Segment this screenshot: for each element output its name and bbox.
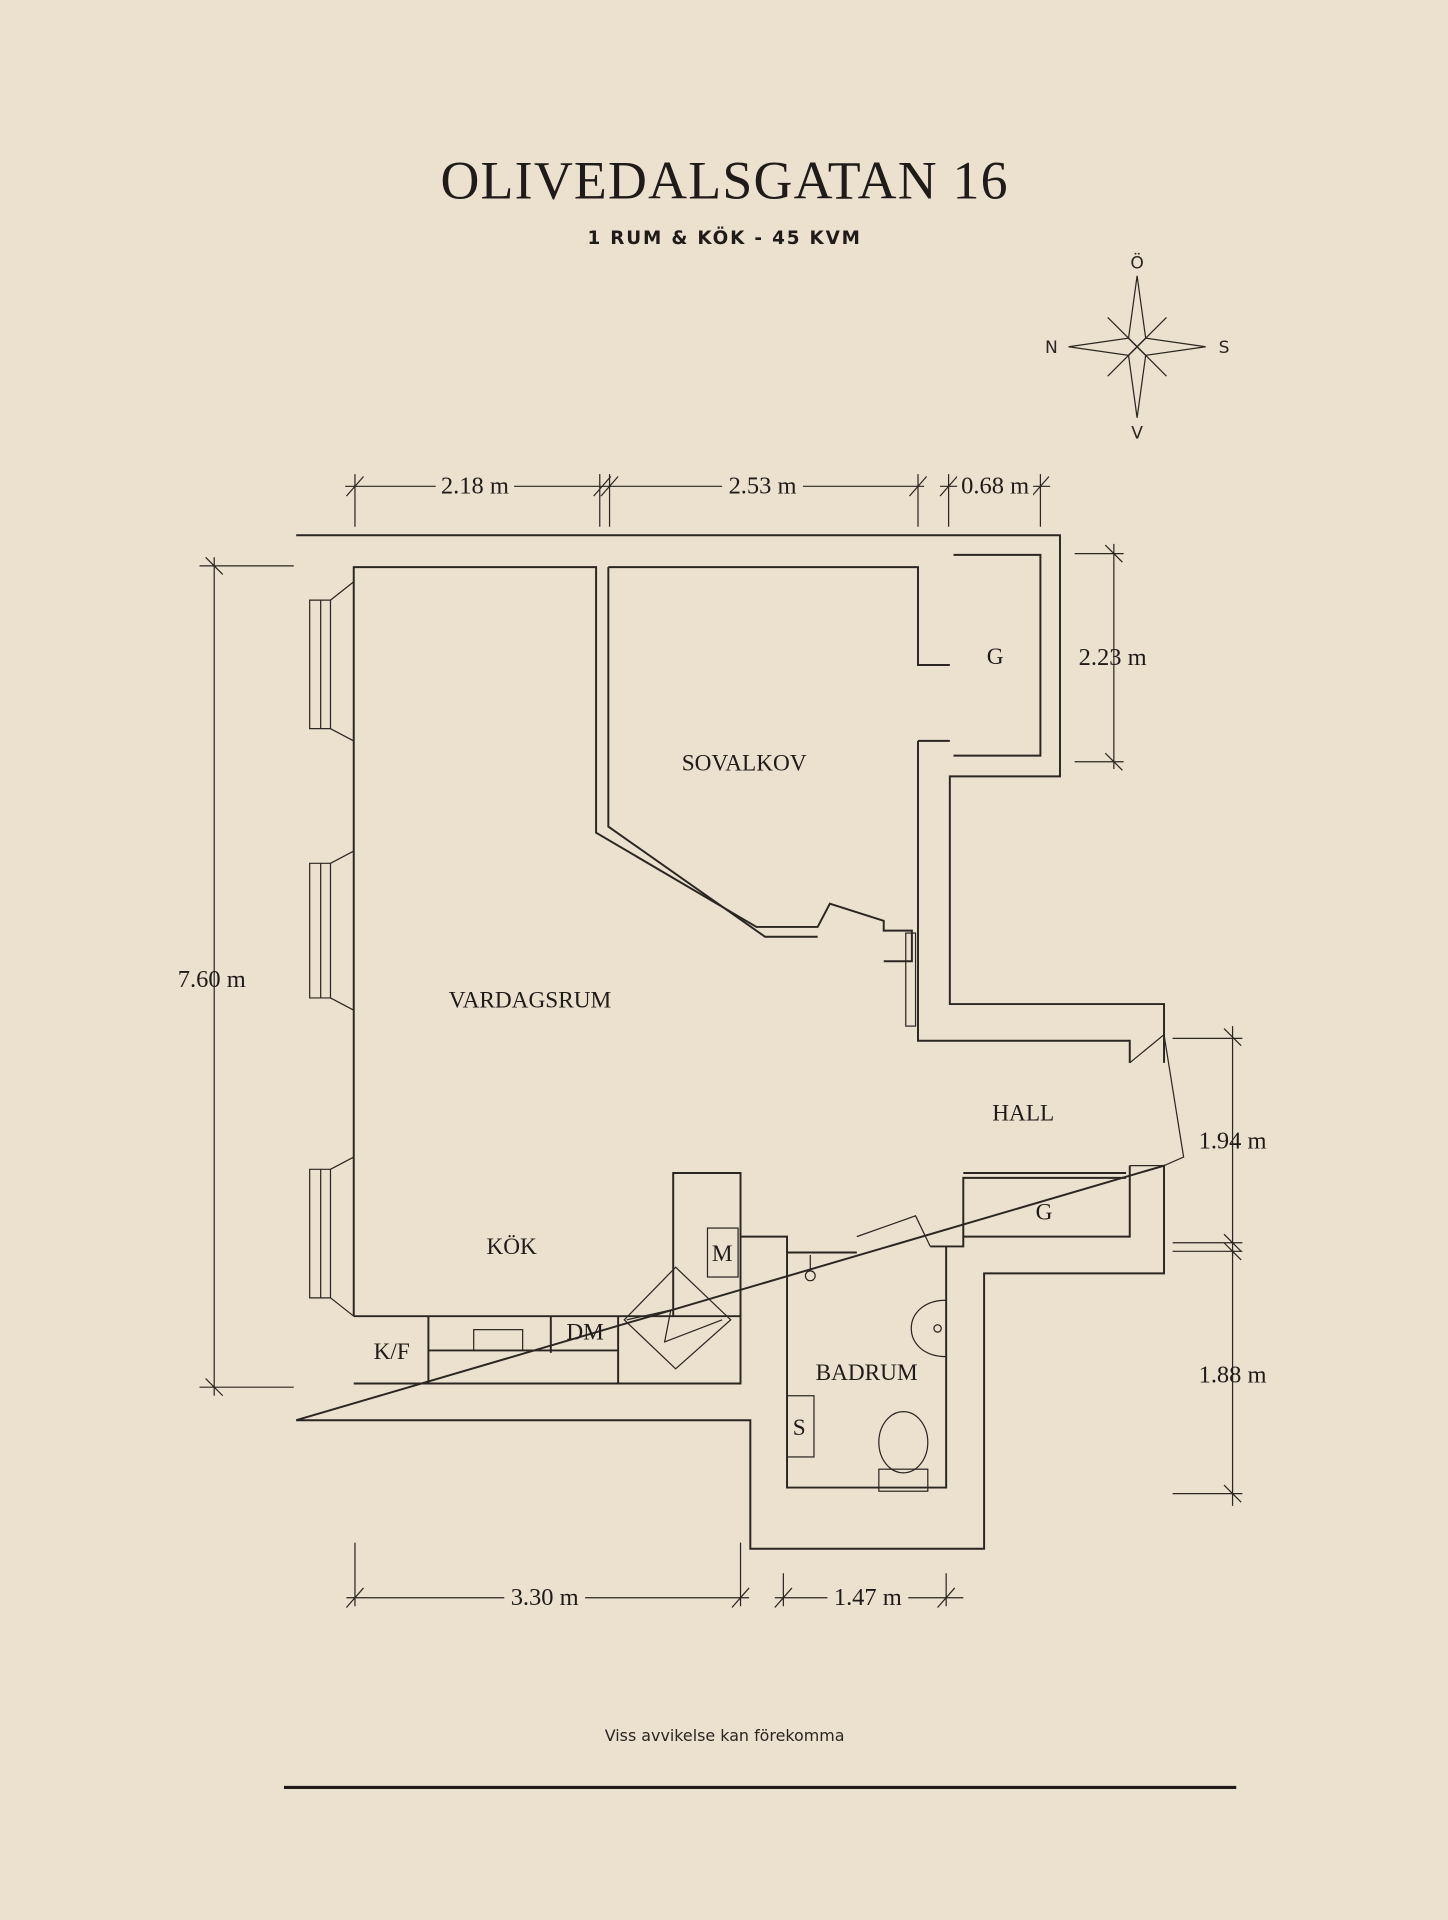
disclaimer-note: Viss avvikelse kan förekomma — [605, 1726, 845, 1745]
inner-walls — [352, 553, 1131, 1489]
windows — [309, 581, 355, 1317]
dimension-closet: 2.23 m — [1079, 644, 1147, 671]
room-label-sovalkov: SOVALKOV — [682, 750, 807, 776]
stove-icon — [623, 1266, 732, 1370]
compass-rose-icon — [1068, 275, 1206, 418]
page-title: OLIVEDALSGATAN 16 — [440, 151, 1008, 211]
closet-label-bedroom: G — [987, 644, 1004, 670]
label-shower: S — [793, 1415, 806, 1441]
sink-icon — [910, 1299, 947, 1358]
compass-west-label: V — [1131, 424, 1143, 444]
room-label-badrum: BADRUM — [816, 1360, 918, 1386]
room-label-kok: KÖK — [486, 1234, 537, 1260]
dimension-bottom-left: 3.30 m — [511, 1584, 579, 1611]
dimension-bottom-right: 1.47 m — [834, 1584, 902, 1611]
closet-label-hall: G — [1036, 1199, 1053, 1225]
page-subtitle: 1 RUM & KÖK - 45 KVM — [587, 227, 861, 249]
toilet-icon — [878, 1411, 929, 1492]
dimension-top-right: 0.68 m — [961, 473, 1029, 500]
room-label-vardagsrum: VARDAGSRUM — [449, 988, 611, 1014]
outer-wall — [295, 534, 1166, 1550]
room-label-hall: HALL — [992, 1100, 1054, 1126]
compass-north-label: N — [1045, 338, 1058, 358]
label-microwave: M — [712, 1241, 733, 1267]
dimension-top-mid: 2.53 m — [729, 473, 797, 500]
dimension-bath: 1.88 m — [1199, 1361, 1267, 1388]
entrance-door — [1129, 1033, 1185, 1167]
compass-south-label: S — [1219, 338, 1230, 358]
label-fridge-freezer: K/F — [374, 1339, 410, 1365]
dimension-left: 7.60 m — [178, 966, 246, 993]
dimension-top-left: 2.18 m — [441, 473, 509, 500]
compass-east-label: Ö — [1130, 251, 1143, 273]
dimension-hall: 1.94 m — [1199, 1127, 1267, 1154]
label-dishwasher: DM — [566, 1319, 603, 1345]
shower-head-icon — [804, 1254, 816, 1282]
